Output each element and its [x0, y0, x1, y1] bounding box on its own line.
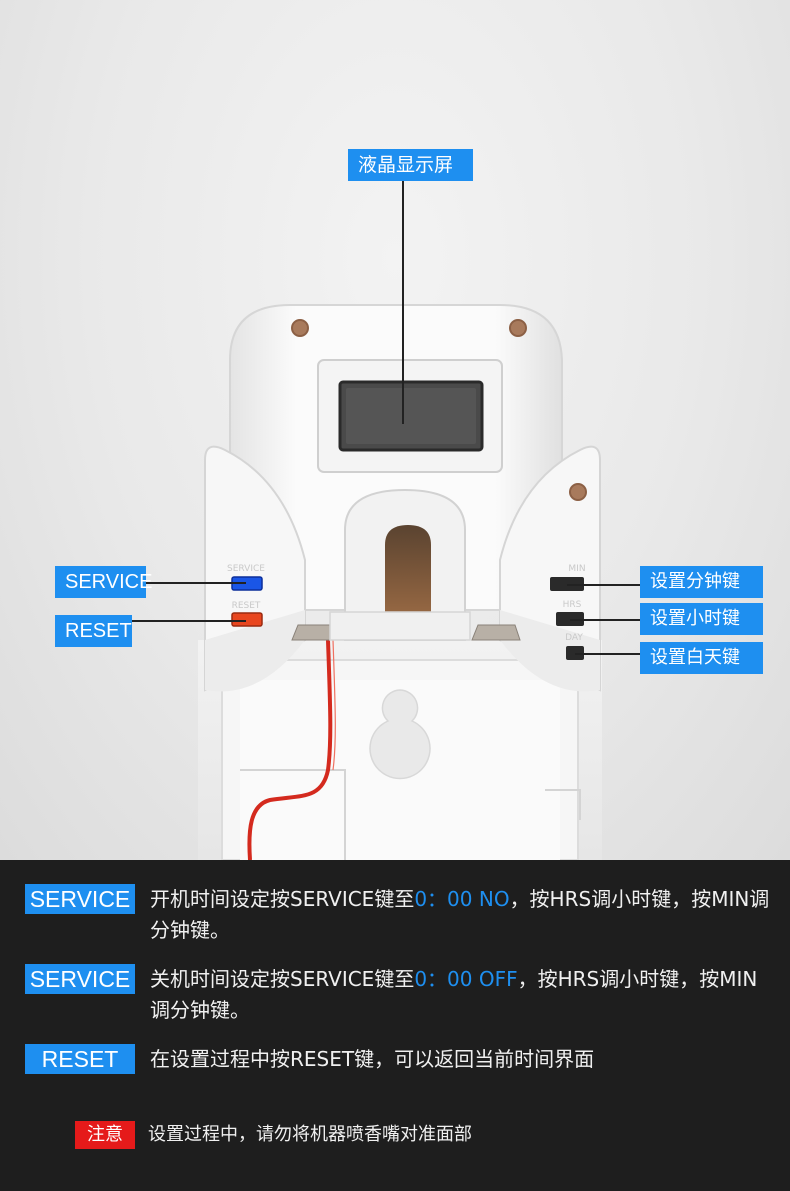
service-connector-line	[146, 582, 246, 584]
note-text: 设置过程中，请勿将机器喷香嘴对准面部	[148, 1124, 472, 1145]
service-tag: SERVICE	[25, 964, 135, 994]
service-tag: SERVICE	[25, 884, 135, 914]
device-reset-text: RESET	[232, 601, 261, 611]
device-day-text: DAY	[565, 633, 583, 643]
reset-label: RESET	[55, 615, 132, 647]
air-freshener-device-illustration: SERVICE RESET MIN HRS DAY	[198, 304, 602, 860]
reset-tag: RESET	[25, 1044, 135, 1074]
hrs-connector-line	[570, 619, 640, 621]
product-photo: SERVICE RESET MIN HRS DAY 液晶显示屏 SERVICE …	[0, 0, 790, 860]
instruction-text: 开机时间设定按SERVICE键至0：00 NO，按HRS调小时键，按MIN调分钟…	[150, 887, 770, 942]
service-label: SERVICE	[55, 566, 152, 598]
service-on-instruction: SERVICE 开机时间设定按SERVICE键至0：00 NO，按HRS调小时键…	[25, 884, 770, 948]
instruction-text: 在设置过程中按RESET键，可以返回当前时间界面	[150, 1047, 595, 1071]
lcd-connector-line	[402, 181, 404, 424]
day-connector-line	[575, 653, 640, 655]
reset-connector-line	[132, 620, 246, 622]
service-off-instruction: SERVICE 关机时间设定按SERVICE键至0：00 OFF，按HRS调小时…	[25, 964, 770, 1028]
device-hrs-text: HRS	[563, 600, 582, 610]
reset-button[interactable]	[231, 612, 263, 627]
hrs-key-label: 设置小时键	[640, 603, 763, 635]
note-tag: 注意	[75, 1121, 135, 1149]
min-key-label: 设置分钟键	[640, 566, 763, 598]
day-key-label: 设置白天键	[640, 642, 763, 674]
instruction-text: 关机时间设定按SERVICE键至0：00 OFF，按HRS调小时键，按MIN调分…	[150, 967, 758, 1022]
service-button[interactable]	[231, 576, 263, 591]
reset-instruction: RESET 在设置过程中按RESET键，可以返回当前时间界面	[25, 1044, 770, 1076]
device-service-text: SERVICE	[227, 564, 265, 574]
min-connector-line	[567, 584, 640, 586]
lcd-label: 液晶显示屏	[348, 149, 473, 181]
device-min-text: MIN	[568, 564, 585, 574]
